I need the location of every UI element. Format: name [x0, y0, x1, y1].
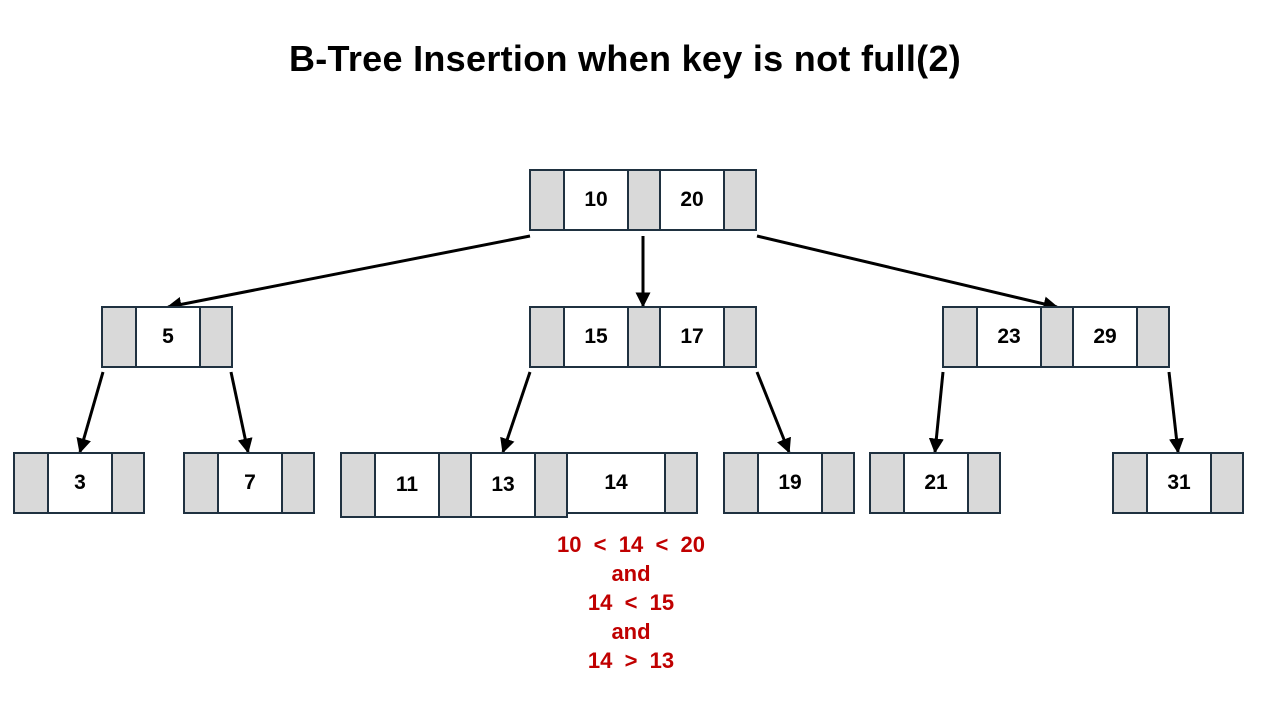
pointer-cell — [1040, 308, 1072, 366]
edge-23-to-21 — [928, 371, 945, 454]
key-cell: 13 — [470, 454, 534, 516]
pointer-cell — [185, 454, 217, 512]
pointer-cell — [664, 454, 696, 512]
pointer-cell — [967, 454, 999, 512]
key-cell: 5 — [135, 308, 199, 366]
pointer-cell — [15, 454, 47, 512]
pointer-cell — [944, 308, 976, 366]
edge-29-to-31 — [1167, 371, 1184, 454]
pointer-cell — [627, 308, 659, 366]
leaf-11-13: 11 13 — [340, 452, 568, 518]
node-23-29: 23 29 — [942, 306, 1170, 368]
pointer-cell — [1114, 454, 1146, 512]
pointer-cell — [531, 308, 563, 366]
edge-17-to-19 — [755, 371, 791, 454]
leaf-31: 31 — [1112, 452, 1244, 514]
node-15-17: 15 17 — [529, 306, 757, 368]
key-cell: 10 — [563, 171, 627, 229]
key-cell: 20 — [659, 171, 723, 229]
leaf-21: 21 — [869, 452, 1001, 514]
key-cell: 7 — [217, 454, 281, 512]
pointer-cell — [342, 454, 374, 516]
key-cell: 31 — [1146, 454, 1210, 512]
pointer-cell — [1210, 454, 1242, 512]
pointer-cell — [531, 171, 563, 229]
edge-root-to-23-29 — [756, 234, 1059, 312]
note-line: and — [611, 561, 651, 586]
comparison-note: 10 < 14 < 20 and 14 < 15 and 14 > 13 — [531, 530, 731, 675]
pointer-cell — [281, 454, 313, 512]
pointer-cell — [725, 454, 757, 512]
edge-5-to-7 — [229, 371, 253, 454]
key-cell: 3 — [47, 454, 111, 512]
leaf-3: 3 — [13, 452, 145, 514]
edge-5-to-3 — [76, 371, 105, 454]
pointer-cell — [821, 454, 853, 512]
note-line: 10 < 14 < 20 — [556, 532, 705, 557]
key-cell: 19 — [757, 454, 821, 512]
pointer-cell — [103, 308, 135, 366]
key-cell: 21 — [903, 454, 967, 512]
pointer-cell — [199, 308, 231, 366]
note-line: 14 < 15 — [587, 590, 675, 615]
edge-root-to-5 — [166, 234, 531, 312]
pointer-cell — [438, 454, 470, 516]
leaf-7: 7 — [183, 452, 315, 514]
page-title: B-Tree Insertion when key is not full(2) — [288, 38, 962, 79]
pointer-cell — [723, 308, 755, 366]
pointer-cell — [1136, 308, 1168, 366]
node-5: 5 — [101, 306, 233, 368]
root-node: 10 20 — [529, 169, 757, 231]
pointer-cell — [723, 171, 755, 229]
inserted-key-14: 14 — [566, 452, 698, 514]
key-cell: 11 — [374, 454, 438, 516]
edge-15-to-11-13 — [500, 371, 532, 454]
note-line: and — [611, 619, 651, 644]
key-cell: 29 — [1072, 308, 1136, 366]
key-cell: 14 — [604, 471, 628, 494]
pointer-cell — [871, 454, 903, 512]
note-line: 14 > 13 — [587, 648, 675, 673]
pointer-cell — [111, 454, 143, 512]
key-cell: 23 — [976, 308, 1040, 366]
key-cell: 15 — [563, 308, 627, 366]
key-cell: 17 — [659, 308, 723, 366]
leaf-19: 19 — [723, 452, 855, 514]
pointer-cell — [534, 454, 566, 516]
pointer-cell — [627, 171, 659, 229]
